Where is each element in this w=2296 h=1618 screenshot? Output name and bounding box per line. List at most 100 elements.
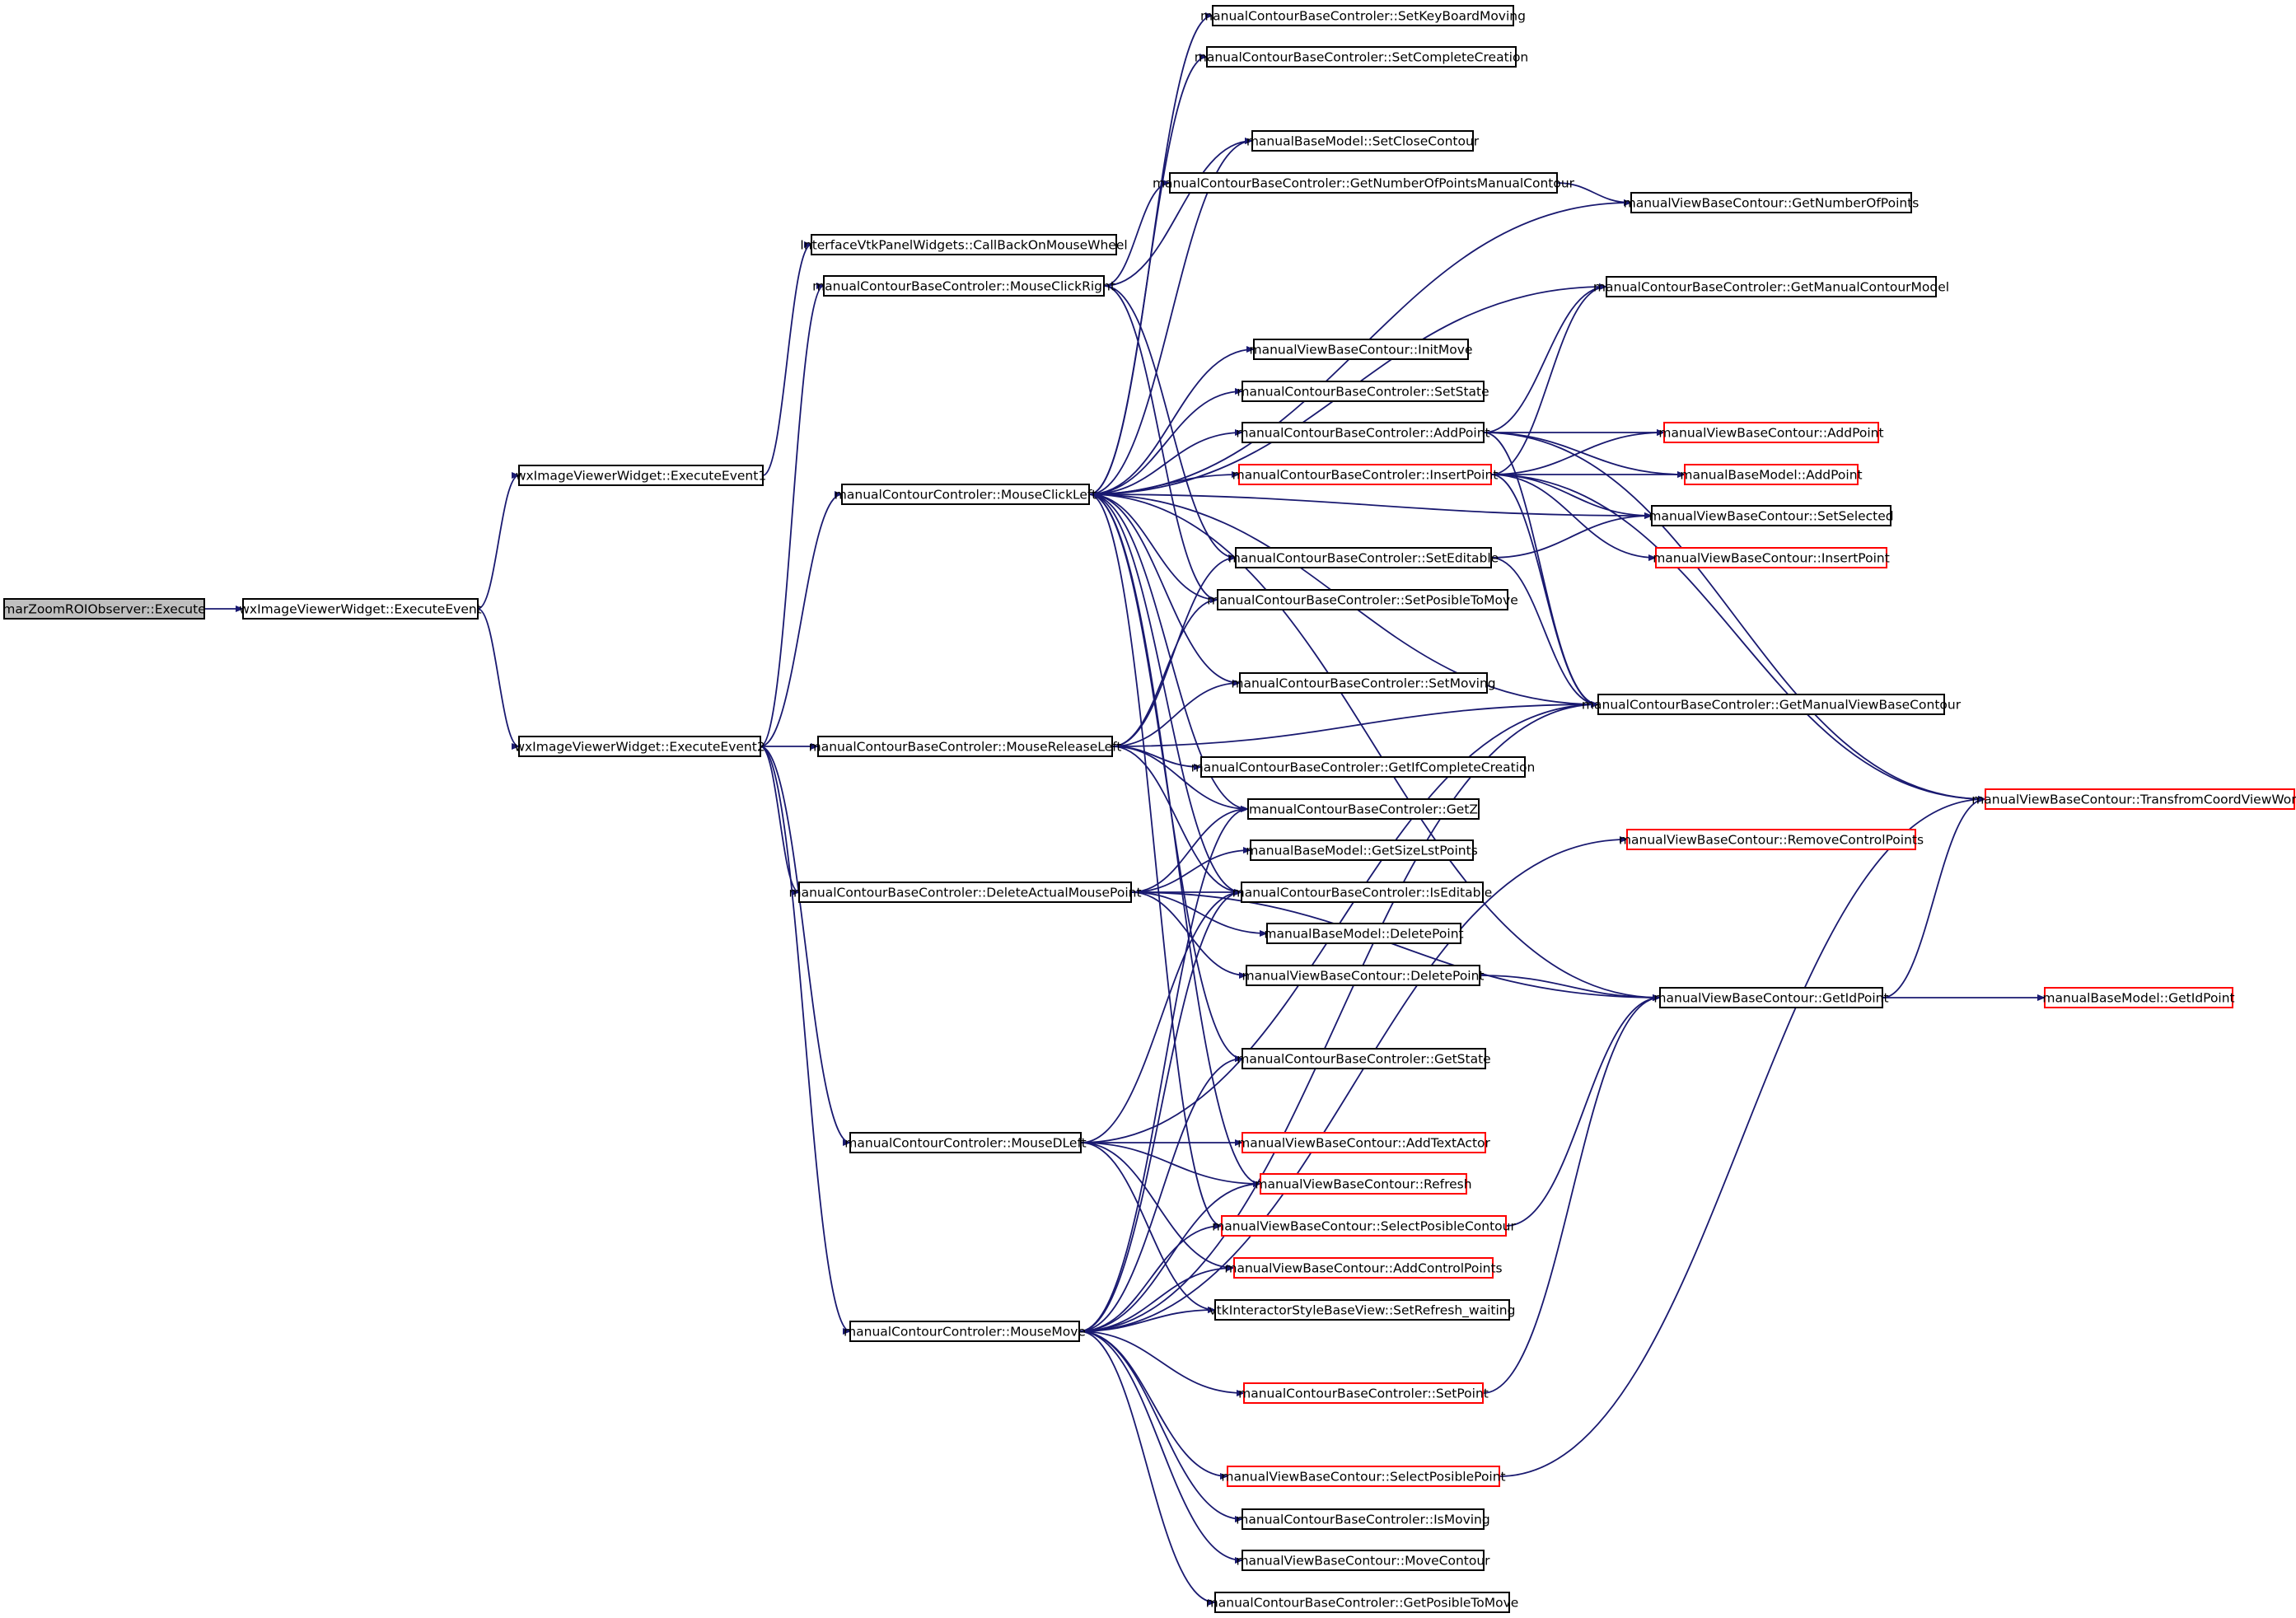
edge-mm-to-selpospoint	[1078, 1330, 1228, 1480]
node-ee[interactable]: wxImageViewerWidget::ExecuteEvent	[239, 598, 482, 620]
node-getidpoint[interactable]: manualViewBaseContour::GetIdPoint	[1653, 987, 1889, 1008]
edge-gnpmc-to-getnumpts	[1556, 182, 1632, 206]
edge-ee2-to-mm	[760, 746, 851, 1335]
node-box	[1242, 1132, 1486, 1153]
edge-mvbc_delete-to-getidpoint	[1479, 975, 1661, 1001]
edge-addpoint-to-getmvbc	[1483, 432, 1599, 708]
node-iseditable[interactable]: manualContourBaseControler::IsEditable	[1232, 881, 1493, 903]
node-refresh[interactable]: manualViewBaseContour::Refresh	[1255, 1173, 1472, 1195]
node-getifcc[interactable]: manualContourBaseControler::GetIfComplet…	[1191, 756, 1536, 778]
edge-ee2-to-mcr	[760, 283, 825, 747]
node-label: manualContourBaseControler::SetKeyBoardM…	[1200, 9, 1526, 24]
node-label: manualContourControler::MouseDLeft	[844, 1136, 1086, 1151]
node-mm[interactable]: manualContourControler::MouseMove	[844, 1321, 1086, 1342]
node-box	[518, 736, 761, 757]
node-setposmove[interactable]: manualContourBaseControler::SetPosibleTo…	[1207, 589, 1518, 610]
node-mvbc_delete[interactable]: manualViewBaseContour::DeletePoint	[1242, 965, 1485, 986]
node-label: manualViewBaseContour::TransfromCoordVie…	[1971, 793, 2296, 807]
edge-ee-to-ee1	[477, 472, 520, 610]
edge-addpoint-to-getmcm	[1483, 283, 1607, 433]
node-mvbc_addpoint[interactable]: manualViewBaseContour::AddPoint	[1658, 422, 1884, 443]
node-label: manualContourBaseControler::SetState	[1237, 385, 1489, 400]
node-ee2[interactable]: wxImageViewerWidget::ExecuteEvent2	[514, 736, 765, 757]
node-seteditable[interactable]: manualContourBaseControler::SetEditable	[1228, 547, 1499, 568]
edge-mcr-to-sclose	[1103, 138, 1253, 287]
edge-mm-to-selposcontour	[1078, 1223, 1223, 1332]
node-selpospoint[interactable]: manualViewBaseContour::SelectPosiblePoin…	[1221, 1466, 1506, 1487]
edge-mrl-to-setmoving	[1111, 680, 1241, 747]
node-box	[1212, 5, 1514, 26]
node-label: manualViewBaseContour::Refresh	[1255, 1177, 1471, 1192]
node-label: manualContourBaseControler::IsEditable	[1232, 886, 1493, 900]
node-box	[1233, 1257, 1494, 1279]
node-box	[1659, 987, 1883, 1008]
node-ee1[interactable]: wxImageViewerWidget::ExecuteEvent1	[516, 465, 766, 486]
node-getstate[interactable]: manualContourBaseControler::GetState	[1237, 1048, 1491, 1069]
node-box	[1239, 672, 1488, 694]
node-movecontour[interactable]: manualViewBaseContour::MoveContour	[1236, 1550, 1490, 1571]
node-transform[interactable]: manualViewBaseContour::TransfromCoordVie…	[1971, 788, 2296, 810]
node-cbwheel[interactable]: InterfaceVtkPanelWidgets::CallBackOnMous…	[800, 234, 1128, 255]
edge-insertpoint-to-getmcm	[1490, 283, 1607, 475]
node-damp[interactable]: manualContourBaseControler::DeleteActual…	[788, 881, 1142, 903]
node-addpoint[interactable]: manualContourBaseControler::AddPoint	[1236, 422, 1490, 443]
node-sclose[interactable]: manualBaseModel::SetCloseContour	[1246, 130, 1480, 152]
node-label: manualContourBaseControler::MouseClickRi…	[812, 279, 1115, 294]
node-ismoving[interactable]: manualContourBaseControler::IsMoving	[1236, 1508, 1490, 1530]
node-label: manualViewBaseContour::AddTextActor	[1237, 1136, 1490, 1151]
node-removectrl[interactable]: manualViewBaseContour::RemoveControlPoin…	[1619, 829, 1924, 850]
node-label: manualBaseModel::DeletePoint	[1264, 927, 1463, 942]
node-mrl[interactable]: manualContourBaseControler::MouseRelease…	[809, 736, 1122, 757]
node-mcr[interactable]: manualContourBaseControler::MouseClickRi…	[812, 275, 1115, 297]
node-setpoint[interactable]: manualContourBaseControler::SetPoint	[1238, 1382, 1489, 1404]
node-selposcontour[interactable]: manualViewBaseContour::SelectPosibleCont…	[1212, 1215, 1516, 1237]
edge-ee-to-ee2	[477, 608, 520, 750]
node-root: marZoomROIObserver::Execute	[2, 598, 206, 620]
node-label: manualContourBaseControler::IsMoving	[1236, 1513, 1489, 1527]
node-mcl[interactable]: manualContourControler::MouseClickLeft	[835, 484, 1097, 505]
node-setmoving[interactable]: manualContourBaseControler::SetMoving	[1231, 672, 1496, 694]
node-box	[1985, 788, 2295, 810]
node-scc[interactable]: manualContourBaseControler::SetCompleteC…	[1195, 46, 1529, 68]
node-mvbc_insert[interactable]: manualViewBaseContour::InsertPoint	[1653, 547, 1890, 568]
node-getsizelst[interactable]: manualBaseModel::GetSizeLstPoints	[1246, 839, 1478, 861]
edge-mm-to-movecontour	[1078, 1330, 1243, 1564]
edge-ee2-to-mdl	[760, 746, 851, 1146]
node-getz[interactable]: manualContourBaseControler::GetZ	[1247, 798, 1480, 820]
node-label: manualContourBaseControler::SetCompleteC…	[1195, 50, 1529, 65]
node-mbm_getid[interactable]: manualBaseModel::GetIdPoint	[2042, 987, 2235, 1008]
node-mbm_delete[interactable]: manualBaseModel::DeletePoint	[1264, 923, 1464, 944]
node-box	[798, 881, 1132, 903]
edge-mcl-to-selposcontour	[1088, 493, 1223, 1229]
node-label: manualContourBaseControler::MouseRelease…	[809, 740, 1122, 755]
node-setrefresh[interactable]: vtkInteractorStyleBaseView::SetRefresh_w…	[1209, 1299, 1516, 1321]
node-setstate[interactable]: manualContourBaseControler::SetState	[1237, 381, 1489, 402]
node-box	[1250, 839, 1474, 861]
node-box	[2044, 987, 2233, 1008]
node-skbm[interactable]: manualContourBaseControler::SetKeyBoardM…	[1200, 5, 1526, 26]
node-label: manualContourBaseControler::GetIfComplet…	[1191, 760, 1536, 775]
edge-mm-to-getmvbc	[1078, 701, 1599, 1332]
node-label: wxImageViewerWidget::ExecuteEvent1	[516, 469, 766, 484]
node-label: manualViewBaseContour::RemoveControlPoin…	[1619, 833, 1924, 848]
node-mdl[interactable]: manualContourControler::MouseDLeft	[844, 1132, 1087, 1153]
node-box	[1260, 1173, 1467, 1195]
node-label: manualViewBaseContour::SetSelected	[1648, 509, 1893, 524]
node-getnumpts[interactable]: manualViewBaseContour::GetNumberOfPoints	[1624, 192, 1920, 213]
node-getposmove[interactable]: manualContourBaseControler::GetPosibleTo…	[1206, 1592, 1519, 1613]
edge-selposcontour-to-getidpoint	[1505, 994, 1661, 1227]
node-gnpmc[interactable]: manualContourBaseControler::GetNumberOfP…	[1153, 172, 1575, 194]
node-getmcm[interactable]: manualContourBaseControler::GetManualCon…	[1593, 276, 1949, 297]
node-getmvbc[interactable]: manualContourBaseControler::GetManualVie…	[1582, 694, 1962, 715]
node-box	[849, 1321, 1080, 1342]
node-mbm_addpoint[interactable]: manualBaseModel::AddPoint	[1680, 464, 1863, 485]
edge-mm-to-iseditable	[1078, 889, 1242, 1332]
node-initmove[interactable]: manualViewBaseContour::InitMove	[1250, 339, 1473, 360]
node-box	[1217, 589, 1508, 610]
node-label: manualContourControler::MouseMove	[844, 1325, 1086, 1340]
node-addctrlpts[interactable]: manualViewBaseContour::AddControlPoints	[1224, 1257, 1503, 1279]
node-setselected[interactable]: manualViewBaseContour::SetSelected	[1648, 505, 1894, 526]
node-addtextactor[interactable]: manualViewBaseContour::AddTextActor	[1237, 1132, 1491, 1153]
node-insertpoint[interactable]: manualContourBaseControler::InsertPoint	[1232, 464, 1499, 485]
node-label: manualContourControler::MouseClickLeft	[835, 488, 1097, 503]
